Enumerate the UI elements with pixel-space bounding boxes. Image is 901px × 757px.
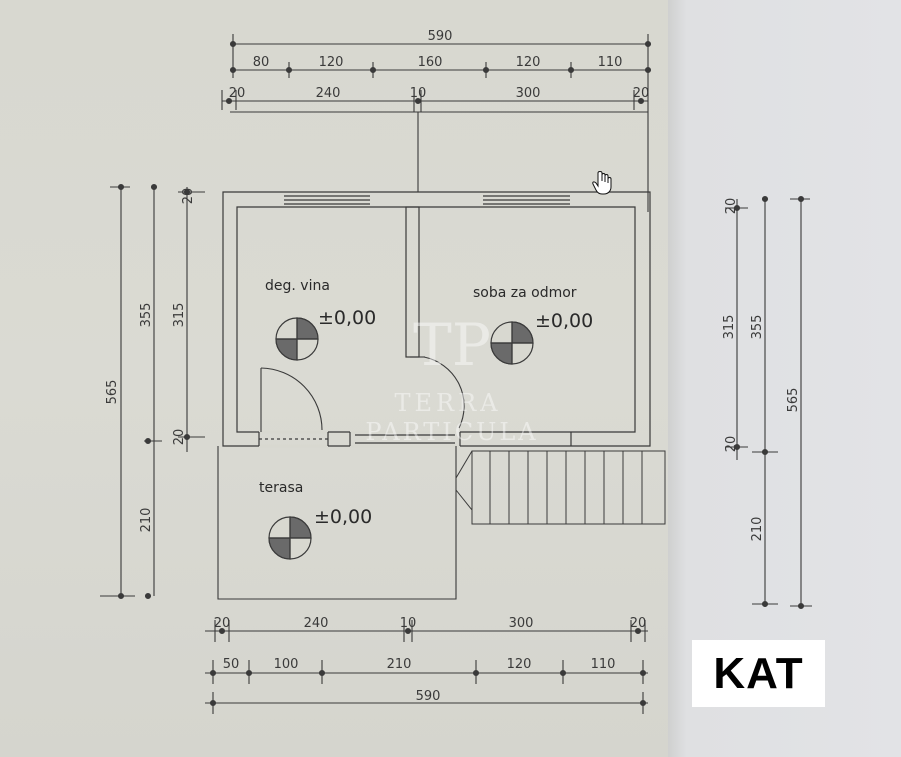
- bottom-dimension-text: 20 240 10 300 20 50 100 210 120 110 590: [214, 616, 647, 704]
- left-wall-bottom: 20: [172, 429, 187, 446]
- bottom-dimension-lines: [205, 620, 648, 714]
- watermark-line-2: PARTICULA: [365, 418, 538, 446]
- right-lower-dimension: 210: [750, 517, 765, 542]
- watermark-line-1: TERRA: [395, 389, 502, 417]
- top-segment-2: 120: [319, 55, 344, 70]
- bottom-wall-3: 10: [400, 616, 417, 631]
- left-dimension-text: 565 355 210 315 20 20: [105, 188, 196, 533]
- sheet-label-box: KAT: [692, 640, 825, 707]
- top-dimension-text: 590 80 120 160 120 110 20 240 10 300 20: [229, 29, 650, 101]
- right-dimension-lines: [725, 195, 812, 610]
- left-upper-dimension: 355: [139, 303, 154, 328]
- left-lower-dimension: 210: [139, 508, 154, 533]
- bottom-wall-1: 20: [214, 616, 231, 631]
- room-name-soba-za-odmor: soba za odmor: [473, 285, 577, 301]
- level-marker-terasa: [268, 516, 312, 560]
- top-segment-5: 110: [598, 55, 623, 70]
- top-wall-5: 20: [633, 86, 650, 101]
- top-segment-4: 120: [516, 55, 541, 70]
- left-total-dimension: 565: [105, 380, 120, 405]
- stairs: [455, 450, 666, 525]
- terrace-outline: [217, 446, 457, 600]
- left-inner-dimension: 315: [172, 303, 187, 328]
- top-total-dimension: 590: [428, 29, 453, 44]
- bottom-segment-5: 110: [591, 657, 616, 672]
- room-labels: deg. vina ±0,00 soba za odmor ±0,00 tera…: [259, 278, 593, 528]
- right-wall-bottom: 20: [724, 436, 739, 453]
- building-walls: [222, 191, 651, 448]
- top-dimension-lines: [221, 34, 652, 212]
- watermark-monogram: TP: [413, 311, 491, 379]
- room-level-soba-za-odmor: ±0,00: [535, 310, 593, 332]
- right-inner-dimension: 315: [722, 315, 737, 340]
- top-wall-3: 10: [410, 86, 427, 101]
- right-total-dimension: 565: [786, 388, 801, 413]
- bottom-wall-5: 20: [630, 616, 647, 631]
- bottom-segment-2: 100: [274, 657, 299, 672]
- room-name-deg-vina: deg. vina: [265, 278, 330, 294]
- level-markers: [268, 317, 534, 560]
- watermark: TP TERRA PARTICULA: [365, 311, 538, 446]
- hand-cursor-icon: [592, 171, 612, 195]
- bottom-wall-2: 240: [304, 616, 329, 631]
- top-segment-1: 80: [253, 55, 270, 70]
- top-windows: [284, 195, 570, 205]
- bottom-segment-3: 210: [387, 657, 412, 672]
- bottom-wall-4: 300: [509, 616, 534, 631]
- right-wall-top: 20: [724, 198, 739, 215]
- bottom-segment-1: 50: [223, 657, 240, 672]
- level-marker-soba: [490, 321, 534, 365]
- top-wall-1: 20: [229, 86, 246, 101]
- door-swings: [260, 356, 465, 432]
- top-segment-3: 160: [418, 55, 443, 70]
- bottom-total-dimension: 590: [416, 689, 441, 704]
- right-dimension-text: 20 315 20 355 210 565: [722, 198, 801, 542]
- top-wall-4: 300: [516, 86, 541, 101]
- room-level-deg-vina: ±0,00: [318, 307, 376, 329]
- level-marker-deg-vina: [275, 317, 319, 361]
- top-wall-2: 240: [316, 86, 341, 101]
- room-name-terasa: terasa: [259, 480, 303, 496]
- room-level-terasa: ±0,00: [314, 506, 372, 528]
- left-dimension-lines: [100, 183, 205, 600]
- background-paper: [668, 0, 901, 757]
- right-upper-dimension: 355: [750, 315, 765, 340]
- left-wall-top: 20: [181, 188, 196, 205]
- bottom-segment-4: 120: [507, 657, 532, 672]
- sheet-label: KAT: [713, 648, 804, 698]
